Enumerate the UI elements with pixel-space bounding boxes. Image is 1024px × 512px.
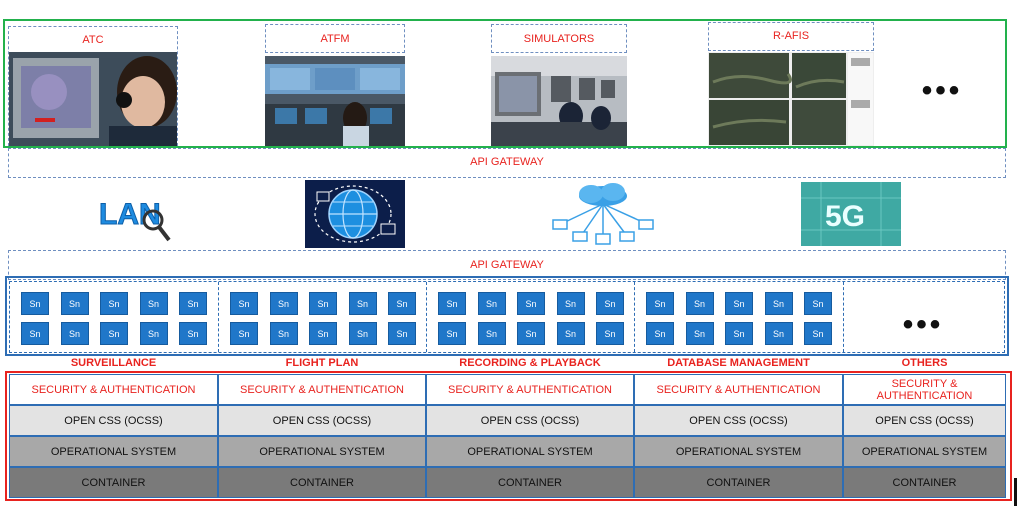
service-node: Sn <box>139 292 168 315</box>
service-node: Sn <box>477 322 506 345</box>
api-gateway-mid-bar <box>8 250 1006 280</box>
atc-controller-image <box>9 52 177 146</box>
simulators-room-image <box>491 56 627 146</box>
service-node: Sn <box>60 292 89 315</box>
service-node: Sn <box>477 292 506 315</box>
os-layer-cell: OPERATIONAL SYSTEM <box>218 436 426 467</box>
lan-icon-text: LAN <box>99 198 161 231</box>
service-node: Sn <box>388 322 416 345</box>
security-layer-cell: SECURITY & AUTHENTICATION <box>634 374 843 405</box>
service-node: Sn <box>685 322 714 345</box>
lan-icon: LAN <box>97 186 173 244</box>
service-node: Sn <box>269 322 298 345</box>
security-layer-cell: SECURITY & AUTHENTICATION <box>843 374 1006 405</box>
text-cursor-mark <box>1014 478 1017 506</box>
security-layer-cell: SECURITY & AUTHENTICATION <box>426 374 634 405</box>
service-node: Sn <box>60 322 89 345</box>
service-node: Sn <box>179 292 207 315</box>
service-node: Sn <box>596 292 624 315</box>
security-layer-cell: SECURITY & AUTHENTICATION <box>9 374 218 405</box>
atfm-control-room-image <box>265 56 405 146</box>
service-node: Sn <box>764 322 793 345</box>
service-node: Sn <box>517 322 545 345</box>
5g-icon-text: 5G <box>825 200 865 233</box>
service-node: Sn <box>438 292 466 315</box>
service-node: Sn <box>388 292 416 315</box>
service-node: Sn <box>179 322 207 345</box>
service-node: Sn <box>556 322 585 345</box>
service-node: Sn <box>21 322 49 345</box>
app-label-atfm: ATFM <box>320 33 350 45</box>
container-layer-cell: CONTAINER <box>843 467 1006 498</box>
service-node: Sn <box>100 292 128 315</box>
service-node: Sn <box>764 292 793 315</box>
more-apps-dots: ••• <box>921 74 963 107</box>
cloud-network-icon <box>551 182 655 246</box>
service-node: Sn <box>804 322 832 345</box>
security-layer-cell: SECURITY & AUTHENTICATION <box>218 374 426 405</box>
service-node: Sn <box>725 322 753 345</box>
service-column-divider <box>634 282 635 352</box>
app-label-atc: ATC <box>82 34 104 46</box>
services-box <box>5 276 1009 356</box>
app-simulators-frame <box>491 24 627 53</box>
service-column-divider <box>843 282 844 352</box>
service-column-divider <box>426 282 427 352</box>
column-name: SURVEILLANCE <box>70 357 157 369</box>
column-name: OTHERS <box>901 357 948 369</box>
container-layer-cell: CONTAINER <box>9 467 218 498</box>
globe-network-icon <box>305 180 405 248</box>
service-node: Sn <box>596 322 624 345</box>
ocss-layer-cell: OPEN CSS (OCSS) <box>634 405 843 436</box>
service-node: Sn <box>725 292 753 315</box>
5g-icon: 5G <box>801 182 901 246</box>
service-node: Sn <box>646 292 674 315</box>
service-node: Sn <box>139 322 168 345</box>
service-node: Sn <box>348 322 377 345</box>
service-node: Sn <box>230 322 258 345</box>
service-node: Sn <box>269 292 298 315</box>
api-gateway-top-bar <box>8 148 1006 178</box>
container-layer-cell: CONTAINER <box>426 467 634 498</box>
container-layer-cell: CONTAINER <box>634 467 843 498</box>
api-gateway-mid-label: API GATEWAY <box>470 259 544 271</box>
ocss-layer-cell: OPEN CSS (OCSS) <box>426 405 634 436</box>
service-node: Sn <box>230 292 258 315</box>
service-column-divider <box>218 282 219 352</box>
service-node: Sn <box>309 322 337 345</box>
service-node: Sn <box>804 292 832 315</box>
os-layer-cell: OPERATIONAL SYSTEM <box>843 436 1006 467</box>
os-layer-cell: OPERATIONAL SYSTEM <box>426 436 634 467</box>
container-layer-cell: CONTAINER <box>218 467 426 498</box>
service-node: Sn <box>100 322 128 345</box>
applications-box <box>3 19 1007 148</box>
app-label-r-afis: R-AFIS <box>772 30 810 42</box>
more-services-dots: ••• <box>902 308 944 341</box>
r-afis-cameras-image <box>708 52 874 146</box>
os-layer-cell: OPERATIONAL SYSTEM <box>9 436 218 467</box>
services-inner-box <box>9 281 1005 353</box>
os-layer-cell: OPERATIONAL SYSTEM <box>634 436 843 467</box>
column-name: DATABASE MANAGEMENT <box>667 357 810 369</box>
ocss-layer-cell: OPEN CSS (OCSS) <box>218 405 426 436</box>
service-node: Sn <box>21 292 49 315</box>
service-node: Sn <box>309 292 337 315</box>
platform-layers-box <box>5 371 1012 501</box>
service-node: Sn <box>556 292 585 315</box>
column-name: FLIGHT PLAN <box>285 357 359 369</box>
ocss-layer-cell: OPEN CSS (OCSS) <box>843 405 1006 436</box>
service-node: Sn <box>348 292 377 315</box>
ocss-layer-cell: OPEN CSS (OCSS) <box>9 405 218 436</box>
service-node: Sn <box>438 322 466 345</box>
service-node: Sn <box>646 322 674 345</box>
service-node: Sn <box>517 292 545 315</box>
app-atfm-frame <box>265 24 405 53</box>
api-gateway-top-label: API GATEWAY <box>470 156 544 168</box>
app-r-afis-frame <box>708 22 874 51</box>
column-name: RECORDING & PLAYBACK <box>459 357 601 369</box>
app-label-simulators: SIMULATORS <box>523 33 595 45</box>
service-node: Sn <box>685 292 714 315</box>
